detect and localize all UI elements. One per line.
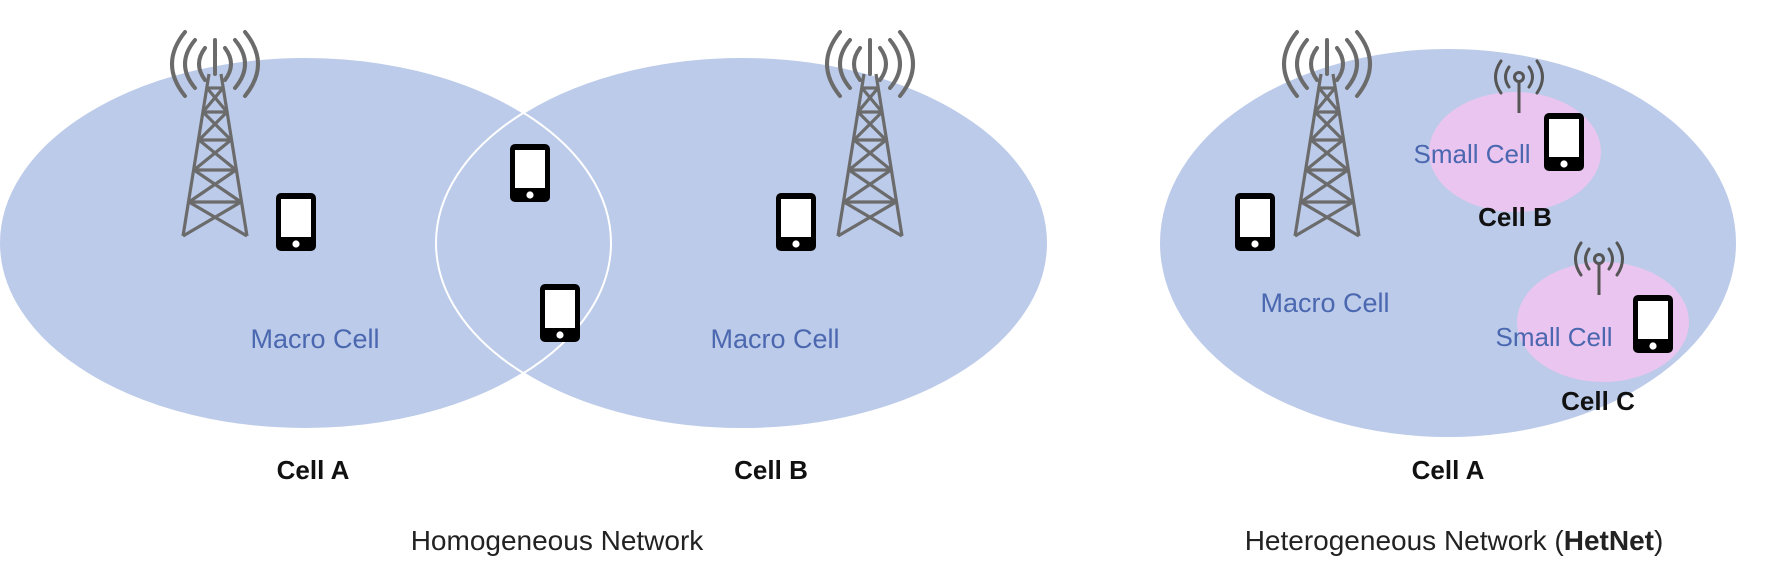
- mobile-phone-icon: [1544, 113, 1584, 171]
- cell-a-overlap-outline: [0, 56, 612, 430]
- cell-a-label: Cell A: [1412, 455, 1485, 485]
- cell-a-label: Cell A: [277, 455, 350, 485]
- mobile-phone-icon: [510, 144, 550, 202]
- mobile-phone-icon: [1235, 193, 1275, 251]
- heterogeneous-network: Macro Cell Small Cell Small Cell Cell B …: [1160, 30, 1736, 556]
- cell-b-overlap-outline: [435, 56, 1049, 430]
- macro-cell-b-coverage: [436, 57, 1048, 429]
- caption-suffix: ): [1654, 525, 1663, 556]
- mobile-phone-icon: [776, 193, 816, 251]
- cell-b-label: Cell B: [1478, 202, 1552, 232]
- mobile-phone-icon: [276, 193, 316, 251]
- small-cell-c-label: Small Cell: [1495, 322, 1612, 352]
- mobile-phone-icon: [540, 284, 580, 342]
- cell-c-label: Cell C: [1561, 386, 1635, 416]
- macro-cell-b-label: Macro Cell: [710, 324, 839, 354]
- small-cell-b-label: Small Cell: [1413, 139, 1530, 169]
- heterogeneous-caption: Heterogeneous Network (HetNet): [1245, 525, 1664, 556]
- homogeneous-caption: Homogeneous Network: [411, 525, 705, 556]
- cell-b-label: Cell B: [734, 455, 808, 485]
- macro-cell-a-label: Macro Cell: [250, 324, 379, 354]
- caption-prefix: Heterogeneous Network (: [1245, 525, 1565, 556]
- caption-hetnet: HetNet: [1564, 525, 1654, 556]
- macro-cell-label: Macro Cell: [1260, 288, 1389, 318]
- mobile-phone-icon: [1633, 295, 1673, 353]
- homogeneous-network: Macro Cell Macro Cell Cell A Cell B Homo…: [0, 30, 1049, 556]
